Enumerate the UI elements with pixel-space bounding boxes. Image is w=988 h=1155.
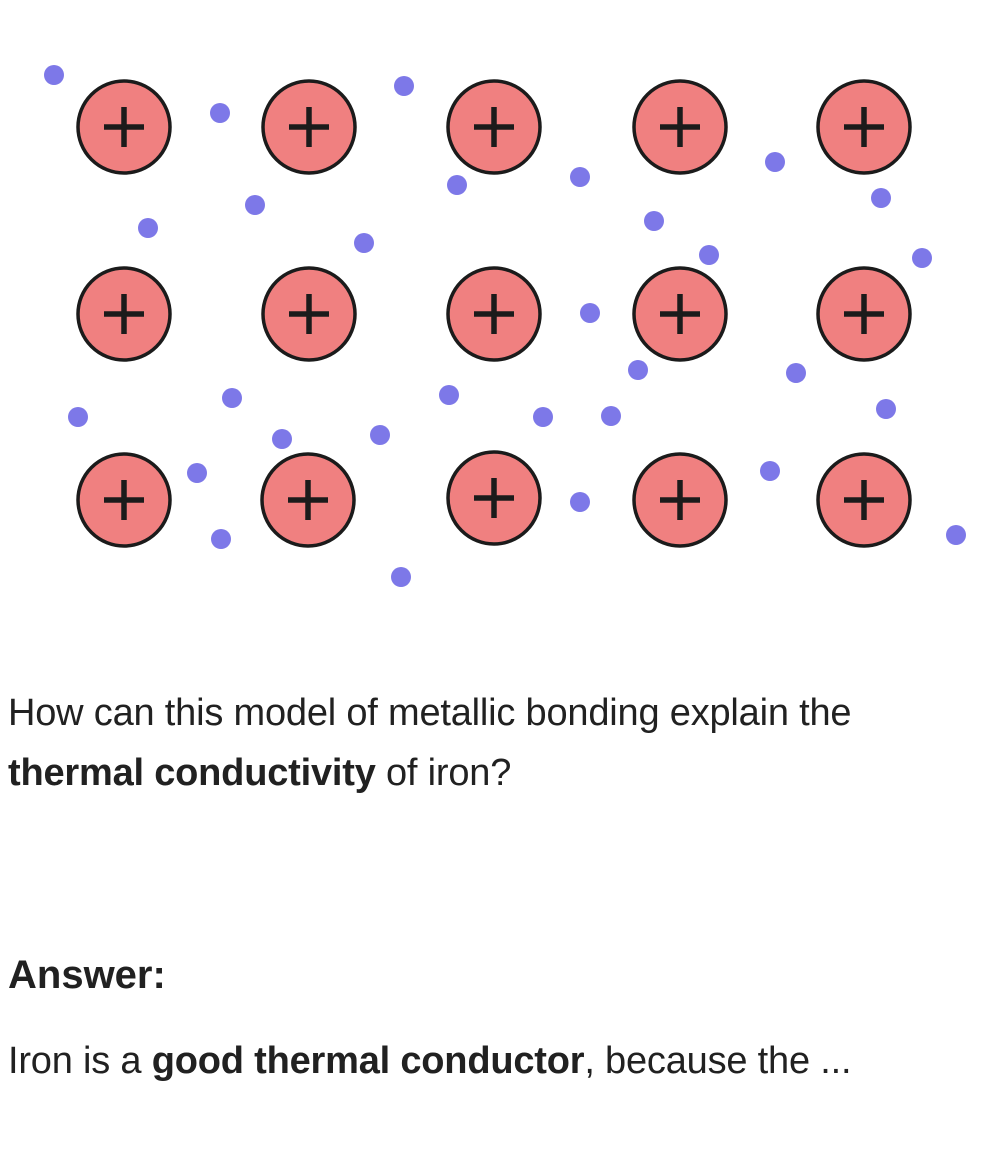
delocalised-electron bbox=[354, 233, 374, 253]
metal-ion bbox=[816, 266, 912, 362]
delocalised-electron bbox=[391, 567, 411, 587]
metal-ion bbox=[76, 266, 172, 362]
metal-ion bbox=[816, 79, 912, 175]
metallic-bonding-diagram bbox=[44, 65, 966, 587]
metal-ion bbox=[261, 79, 357, 175]
metal-ion bbox=[76, 452, 172, 548]
delocalised-electron bbox=[210, 103, 230, 123]
answer-suffix: , because the ... bbox=[584, 1040, 852, 1082]
metal-ion bbox=[816, 452, 912, 548]
delocalised-electron bbox=[570, 167, 590, 187]
delocalised-electron bbox=[765, 152, 785, 172]
delocalised-electron bbox=[370, 425, 390, 445]
delocalised-electron bbox=[760, 461, 780, 481]
answer-bold-term: good thermal conductor bbox=[151, 1040, 585, 1082]
delocalised-electron bbox=[439, 385, 459, 405]
delocalised-electron bbox=[68, 407, 88, 427]
metal-ion bbox=[446, 79, 542, 175]
metal-ion bbox=[446, 266, 542, 362]
delocalised-electron bbox=[946, 525, 966, 545]
delocalised-electron bbox=[138, 218, 158, 238]
delocalised-electron bbox=[272, 429, 292, 449]
delocalised-electron bbox=[222, 388, 242, 408]
delocalised-electron bbox=[44, 65, 64, 85]
metal-ion bbox=[261, 266, 357, 362]
metal-ion bbox=[632, 452, 728, 548]
metal-ion bbox=[76, 79, 172, 175]
delocalised-electron bbox=[394, 76, 414, 96]
delocalised-electron bbox=[533, 407, 553, 427]
answer-prefix: Iron is a bbox=[8, 1040, 152, 1082]
delocalised-electron bbox=[628, 360, 648, 380]
question-bold-term: thermal conductivity bbox=[8, 752, 376, 794]
question-line2-rest: of iron? bbox=[375, 752, 512, 794]
delocalised-electron bbox=[570, 492, 590, 512]
delocalised-electron bbox=[447, 175, 467, 195]
delocalised-electron bbox=[601, 406, 621, 426]
delocalised-electron bbox=[211, 529, 231, 549]
delocalised-electron bbox=[699, 245, 719, 265]
delocalised-electron bbox=[644, 211, 664, 231]
delocalised-electron bbox=[245, 195, 265, 215]
answer-text: Iron is a good thermal conductor, becaus… bbox=[8, 1031, 980, 1091]
answer-heading: Answer: bbox=[8, 953, 166, 997]
metal-ion bbox=[632, 79, 728, 175]
question-line1: How can this model of metallic bonding e… bbox=[8, 692, 852, 734]
delocalised-electron bbox=[871, 188, 891, 208]
metal-ion bbox=[632, 266, 728, 362]
delocalised-electron bbox=[187, 463, 207, 483]
question-text: How can this model of metallic bonding e… bbox=[8, 683, 980, 803]
metal-ion bbox=[446, 450, 542, 546]
delocalised-electron bbox=[912, 248, 932, 268]
delocalised-electron bbox=[786, 363, 806, 383]
delocalised-electron bbox=[580, 303, 600, 323]
delocalised-electron bbox=[876, 399, 896, 419]
metal-ion bbox=[260, 452, 356, 548]
